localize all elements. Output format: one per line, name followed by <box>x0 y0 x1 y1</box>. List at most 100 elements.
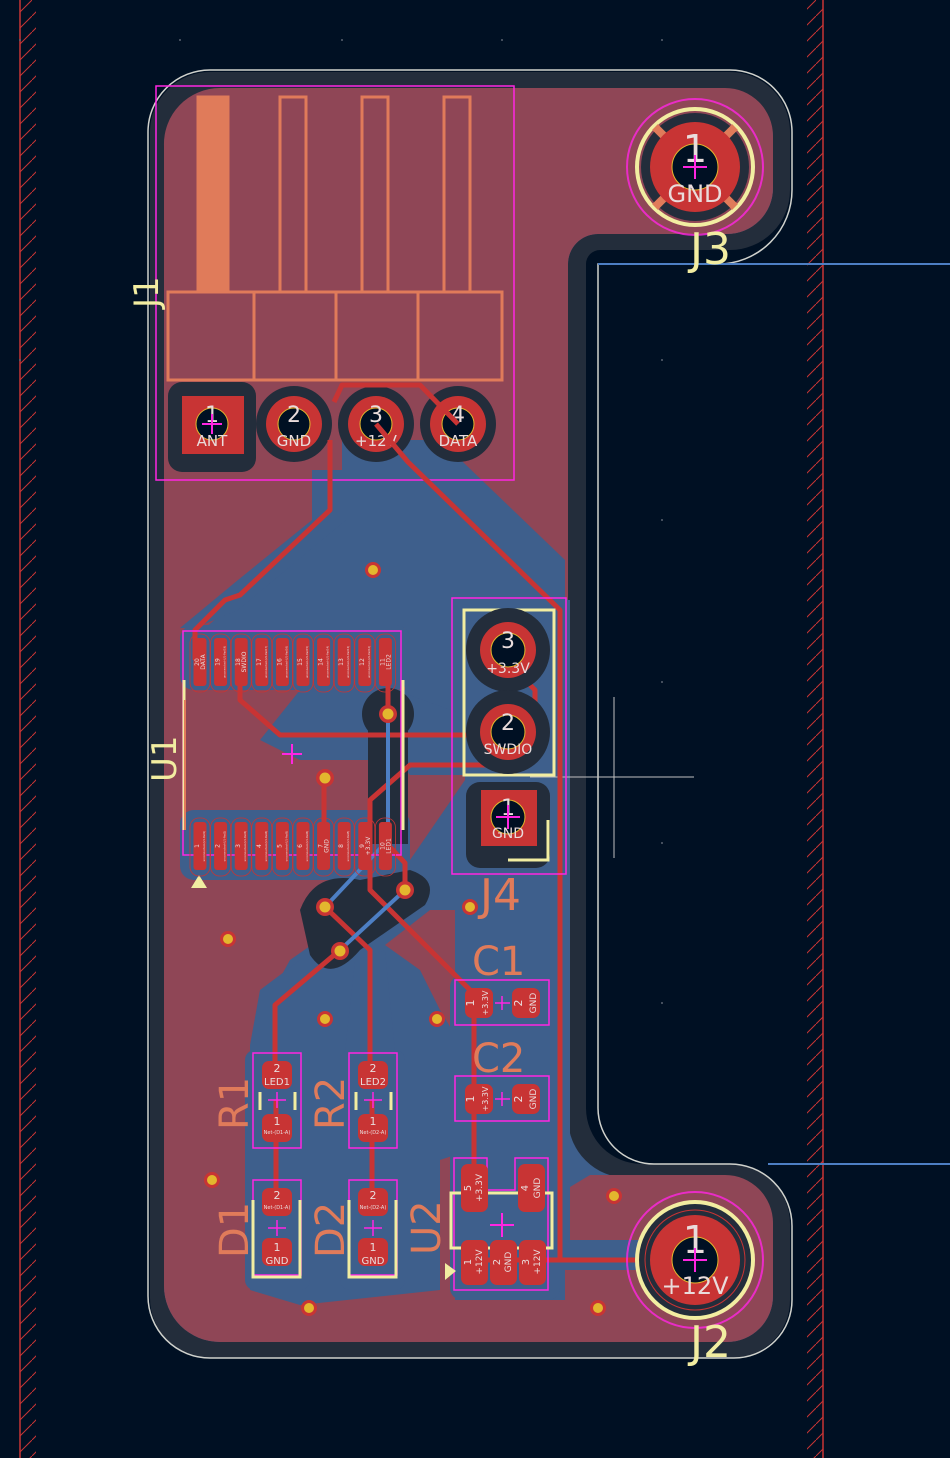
u2-pin1-marker <box>445 1263 456 1280</box>
via[interactable] <box>462 899 478 915</box>
c1-pad-2-net: GND <box>529 993 539 1014</box>
j1-pad-1-net: ANT <box>197 432 228 450</box>
r1-pad-1[interactable]: 1 Net-(D1-A) <box>262 1114 292 1142</box>
j4-pad-3[interactable]: 3 +3.3V <box>480 622 536 678</box>
u2-pad-5[interactable]: 5 +3.3V <box>461 1164 488 1212</box>
d2-pad-1-net: GND <box>362 1256 385 1267</box>
via[interactable] <box>590 1300 606 1316</box>
via[interactable] <box>379 705 397 723</box>
via[interactable] <box>316 898 334 916</box>
u2-pad-4[interactable]: 4 GND <box>518 1164 545 1212</box>
u2-pad-3[interactable]: 3 +12V <box>519 1240 546 1285</box>
u1-reference: U1 <box>145 735 185 782</box>
u1-pad-net: unconnected-(U1-Pad4) <box>264 831 268 862</box>
footprint-j4[interactable]: 3 +3.3V 2 SWDIO 1 GND J4 <box>451 597 567 921</box>
u2-pad-1[interactable]: 1 +12V <box>461 1240 488 1285</box>
c2-pad-1[interactable]: 1 +3.3V <box>464 1084 493 1114</box>
j2-pad-1-net: +12V <box>661 1272 729 1300</box>
via[interactable] <box>316 769 334 787</box>
footprint-d1[interactable]: D1 2 Net-(D1-A) 1 GND <box>212 1179 302 1279</box>
u1-pad-number: 4 <box>256 844 263 848</box>
u1-pad-net: unconnected-(U1-Pad8) <box>346 831 350 862</box>
r1-pad-2[interactable]: 2 LED1 <box>262 1061 292 1089</box>
footprint-u2[interactable]: U2 5 +3.3V 4 GND 1 +12V 2 GND 3 +12V <box>404 1157 554 1291</box>
via[interactable] <box>606 1188 622 1204</box>
r2-reference: R2 <box>308 1077 354 1130</box>
u1-pad-number: 13 <box>338 658 345 666</box>
via[interactable] <box>220 931 236 947</box>
j1-pad-2-net: GND <box>277 432 311 450</box>
c1-reference: C1 <box>472 939 525 985</box>
j3-pad-1[interactable]: 1 GND <box>650 122 740 212</box>
d2-reference: D2 <box>308 1202 354 1258</box>
u2-pad-5-number: 5 <box>463 1185 474 1191</box>
u1-pad-9[interactable]: 9+3.3V <box>354 817 376 877</box>
j1-pad-2[interactable]: 2 GND <box>266 396 322 452</box>
d2-pad-2[interactable]: 2 Net-(D2-A) <box>358 1188 388 1216</box>
c1-pad-1[interactable]: 1 +3.3V <box>464 988 493 1018</box>
d2-pad-1-number: 1 <box>370 1241 377 1254</box>
footprint-r2[interactable]: R2 2 LED2 1 Net-(D2-A) <box>308 1052 398 1149</box>
footprint-d2[interactable]: D2 2 Net-(D2-A) 1 GND <box>308 1179 398 1279</box>
r2-pad-1[interactable]: 1 Net-(D2-A) <box>358 1114 388 1142</box>
c2-pad-2[interactable]: 2 GND <box>512 1084 540 1114</box>
d1-pad-2[interactable]: 2 Net-(D1-A) <box>262 1188 292 1216</box>
r1-pad-1-net: Net-(D1-A) <box>264 1130 291 1136</box>
j4-pad-2-number: 2 <box>501 711 515 736</box>
u1-pad-net: unconnected-(U1-Pad17) <box>264 646 268 678</box>
u1-pad-net: unconnected-(U1-Pad1) <box>202 831 206 862</box>
u2-pad-1-number: 1 <box>463 1259 474 1265</box>
footprint-j3[interactable]: 1 GND J3 <box>626 98 764 275</box>
j1-pad-1[interactable]: 1 ANT <box>182 396 244 454</box>
footprint-r1[interactable]: R1 2 LED1 1 Net-(D1-A) <box>212 1052 302 1149</box>
r2-pad-2[interactable]: 2 LED2 <box>358 1061 388 1089</box>
j2-pad-1[interactable]: 1 +12V <box>644 1209 746 1311</box>
u2-pad-2[interactable]: 2 GND <box>490 1240 517 1285</box>
footprint-c2[interactable]: C2 1 +3.3V 2 GND <box>454 1036 550 1122</box>
u1-pad-net: unconnected-(U1-Pad14) <box>326 646 330 678</box>
u2-pad-3-net: +12V <box>533 1249 543 1275</box>
d1-pad-2-number: 2 <box>274 1189 281 1202</box>
j4-pad-1[interactable]: 1 GND <box>481 790 537 846</box>
c1-pad-2[interactable]: 2 GND <box>512 988 540 1018</box>
via[interactable] <box>331 942 349 960</box>
footprint-j2[interactable]: 1 +12V J2 <box>626 1191 764 1368</box>
u2-pad-3-number: 3 <box>521 1259 532 1265</box>
via[interactable] <box>204 1172 220 1188</box>
d2-pad-1[interactable]: 1 GND <box>358 1238 388 1267</box>
via[interactable] <box>365 562 381 578</box>
r1-pad-2-net: LED1 <box>264 1077 290 1088</box>
via[interactable] <box>301 1300 317 1316</box>
d2-pad-2-net: Net-(D2-A) <box>360 1205 387 1211</box>
via[interactable] <box>429 1011 445 1027</box>
d1-pad-1[interactable]: 1 GND <box>262 1238 292 1267</box>
via[interactable] <box>317 1011 333 1027</box>
u1-pad-number: 11 <box>379 658 386 666</box>
u1-pad-number: 6 <box>297 844 304 848</box>
u1-center-cross <box>282 744 302 764</box>
via[interactable] <box>396 881 414 899</box>
j4-pad-2[interactable]: 2 SWDIO <box>480 704 536 760</box>
footprint-c1[interactable]: C1 1 +3.3V 2 GND <box>454 939 550 1026</box>
